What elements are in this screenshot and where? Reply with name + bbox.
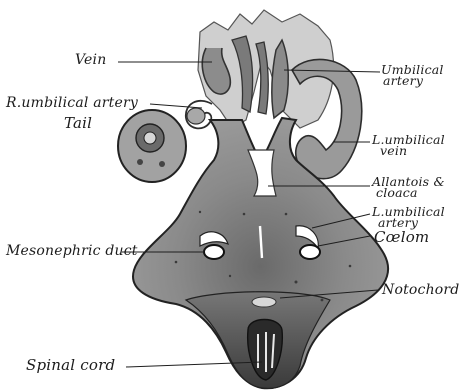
label-spinal-cord: Spinal cord: [26, 358, 115, 373]
mesonephric-duct-right: [300, 245, 320, 259]
label-r-umbilical-artery: R.umbilical artery: [6, 96, 138, 110]
tail-section: [118, 110, 186, 182]
label-l-umbilical-artery: L.umbilical artery: [372, 206, 445, 228]
r-umbilical-artery-lumen: [187, 108, 205, 124]
label-notochord: Notochord: [382, 283, 459, 297]
mesonephric-duct-left: [204, 245, 224, 259]
label-umbilical-artery: Umbilical artery: [381, 64, 444, 86]
notochord: [252, 297, 276, 307]
label-tail: Tail: [64, 116, 92, 131]
label-mesonephric-duct: Mesonephric duct: [6, 244, 138, 258]
label-vein: Vein: [75, 53, 106, 67]
label-l-umbilical-vein: L.umbilical vein: [372, 134, 445, 156]
label-allantois-cloaca: Allantois & cloaca: [372, 176, 445, 198]
label-coelom: Cœlom: [374, 230, 429, 245]
